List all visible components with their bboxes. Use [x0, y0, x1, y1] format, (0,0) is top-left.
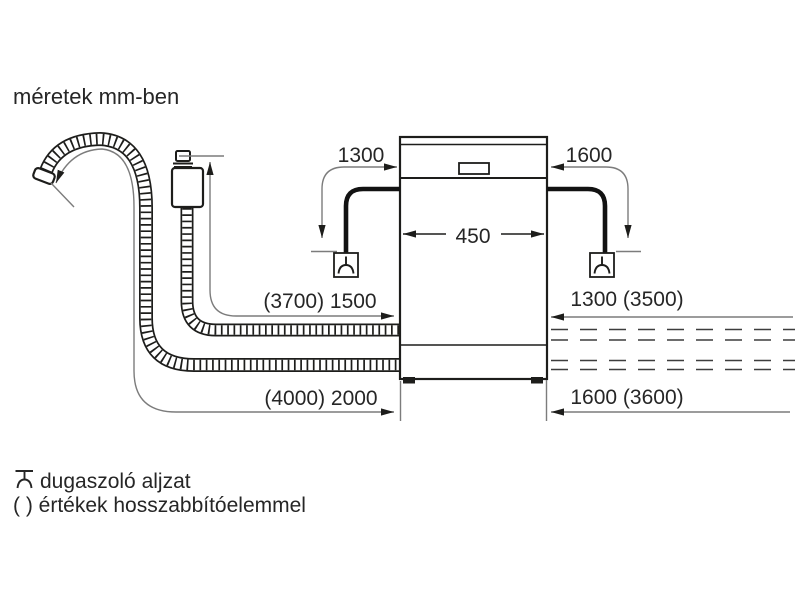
- dim-1300-curve: [318, 163, 397, 238]
- aquastop-valve: [170, 150, 205, 209]
- plug-socket-icon: [15, 470, 33, 489]
- plug-socket-icon: [337, 256, 355, 274]
- page-title: méretek mm-ben: [13, 84, 179, 109]
- power-cable-right: [547, 186, 608, 253]
- label-cable-left: 1300: [338, 144, 385, 167]
- legend-parentheses-label: ( ) értékek hosszabbítóelemmel: [13, 494, 306, 517]
- label-drain-hose-right: 1600 (3600): [570, 386, 683, 409]
- drain-hose-end-cap: [32, 167, 56, 185]
- dimension-guides: [50, 148, 793, 421]
- dishwasher-foot-right: [531, 377, 543, 384]
- label-supply-hose-right: 1300 (3500): [570, 288, 683, 311]
- hose-extensions-dashed: [551, 328, 795, 371]
- power-cables: [343, 186, 608, 253]
- label-cable-right: 1600: [566, 144, 613, 167]
- label-drain-hose-left: (4000) 2000: [264, 387, 377, 410]
- dim-1600-curve: [551, 163, 632, 238]
- label-supply-hose-left: (3700) 1500: [263, 290, 376, 313]
- legend: dugaszoló aljzat ( ) értékek hosszabbító…: [13, 470, 306, 517]
- plug-socket-icon: [593, 256, 611, 274]
- dim-4000-path: [55, 148, 394, 416]
- drain-end-extension-line: [50, 182, 75, 208]
- dishwasher-foot-left: [403, 377, 415, 384]
- socket-right: [589, 252, 615, 278]
- dishwasher-handle: [458, 162, 490, 175]
- label-machine-width: 450: [455, 225, 490, 248]
- power-cable-left: [343, 186, 400, 253]
- aquastop-box: [170, 166, 205, 209]
- socket-left: [333, 252, 359, 278]
- dishwasher: [398, 135, 549, 384]
- legend-socket-label: dugaszoló aljzat: [40, 470, 191, 493]
